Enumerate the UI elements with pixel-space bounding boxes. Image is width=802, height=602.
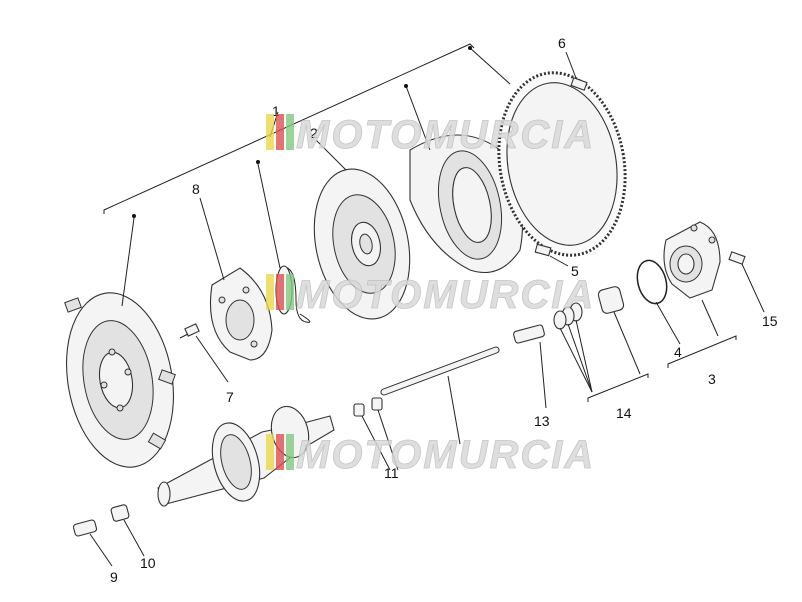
callout-labels: 1 2 3 4 5 6 7 8 9 10 11 13 14 15 <box>110 35 778 585</box>
o-ring-4 <box>636 259 668 305</box>
flywheel-ring-gear <box>497 71 627 257</box>
callout-7: 7 <box>226 389 234 405</box>
pressure-plate <box>64 292 176 468</box>
callout-8: 8 <box>192 181 200 197</box>
callout-4: 4 <box>674 344 682 360</box>
callout-10: 10 <box>140 555 156 571</box>
small-bushings-11 <box>353 397 383 417</box>
watermark-text-top: MOTOMURCIA <box>296 113 595 157</box>
clutch-cover <box>409 134 524 274</box>
long-rod <box>380 346 500 396</box>
callout-9: 9 <box>110 569 118 585</box>
callout-2: 2 <box>310 125 318 141</box>
housing-3 <box>663 221 721 299</box>
watermark-text-middle: MOTOMURCIA <box>296 273 595 317</box>
bushing-10 <box>110 504 130 522</box>
pin-9 <box>72 519 98 537</box>
callout-14: 14 <box>616 405 632 421</box>
shaft-stub-13 <box>513 324 545 344</box>
callout-13: 13 <box>534 413 550 429</box>
bolt-7 <box>179 323 200 339</box>
callout-1: 1 <box>272 103 280 119</box>
bolt-5 <box>534 243 552 257</box>
bolt-6 <box>570 77 588 91</box>
watermark-top: MOTOMURCIA <box>266 113 595 157</box>
callout-6: 6 <box>558 35 566 51</box>
plate-8 <box>209 267 273 361</box>
callout-15: 15 <box>762 313 778 329</box>
callout-11: 11 <box>384 465 399 481</box>
callout-5: 5 <box>571 263 579 279</box>
callout-3: 3 <box>708 371 716 387</box>
watermark-text-bottom: MOTOMURCIA <box>296 433 595 477</box>
clutch-disc-2 <box>313 168 411 320</box>
watermark-bottom: MOTOMURCIA <box>266 433 595 477</box>
bolt-15 <box>728 251 746 265</box>
watermark-middle: MOTOMURCIA <box>266 273 595 317</box>
